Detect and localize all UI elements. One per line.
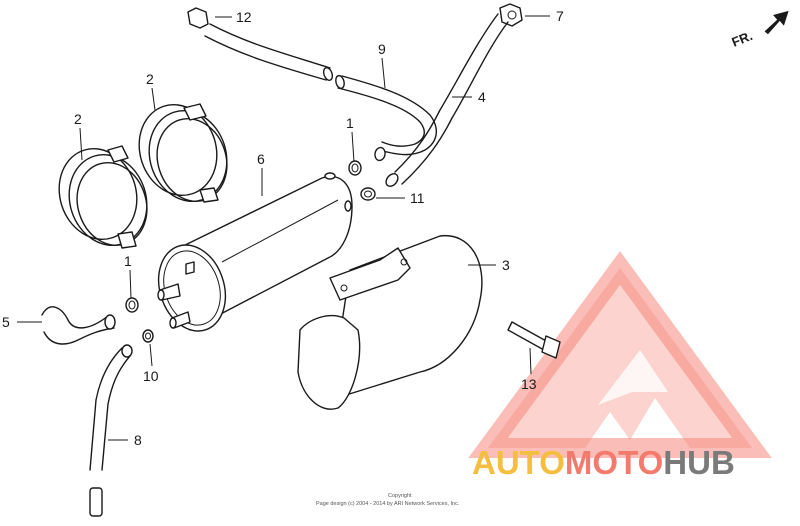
callout-labels: 12 7 9 4 1 11 2 2 6 3 5 1 10 8 13 (2, 8, 564, 448)
callout-1-lower: 1 (124, 253, 132, 269)
watermark-wordmark: AUTOMOTOHUB (472, 444, 735, 481)
clamp-part-11 (360, 187, 376, 201)
callout-2-left: 2 (74, 111, 82, 127)
callout-6: 6 (257, 151, 265, 167)
callout-1-upper: 1 (346, 115, 354, 131)
wordmark-auto: AUTO (472, 444, 565, 481)
hose-part-5 (41, 306, 116, 345)
hose-part-8 (89, 344, 133, 517)
callout-3: 3 (502, 257, 510, 273)
clamp-part-10 (142, 329, 154, 343)
callout-11: 11 (410, 190, 425, 206)
cover-part-3 (297, 235, 483, 410)
band-part-2-right (138, 103, 228, 203)
bolt-part-13 (507, 321, 561, 359)
hose-part-9 (335, 74, 437, 162)
hose-part-12 (187, 7, 334, 81)
clamp-part-1-upper (348, 160, 362, 176)
front-orientation-indicator: FR. (730, 10, 789, 50)
wordmark-moto: MOTO (565, 444, 663, 481)
callout-5: 5 (2, 314, 10, 330)
copyright-line-1: Copyright (388, 493, 412, 499)
callout-4: 4 (478, 89, 486, 105)
band-part-2-left (58, 145, 148, 249)
copyright-line-2: Page design (c) 2004 - 2014 by ARI Netwo… (316, 501, 460, 507)
callout-12: 12 (236, 9, 252, 25)
callout-7: 7 (556, 8, 564, 24)
wordmark-hub: HUB (663, 444, 735, 481)
callout-2-right: 2 (146, 71, 154, 87)
hose-part-4 (385, 3, 523, 187)
clamp-part-1-lower (125, 297, 139, 313)
canister-part-6 (157, 172, 353, 332)
callout-10: 10 (143, 368, 159, 384)
callout-8: 8 (134, 432, 142, 448)
arrow-right-icon (764, 10, 789, 35)
watermark-logo (468, 251, 772, 458)
callout-9: 9 (378, 41, 386, 57)
fr-label: FR. (730, 28, 755, 50)
callout-13: 13 (521, 376, 537, 392)
leader-lines (17, 15, 550, 441)
